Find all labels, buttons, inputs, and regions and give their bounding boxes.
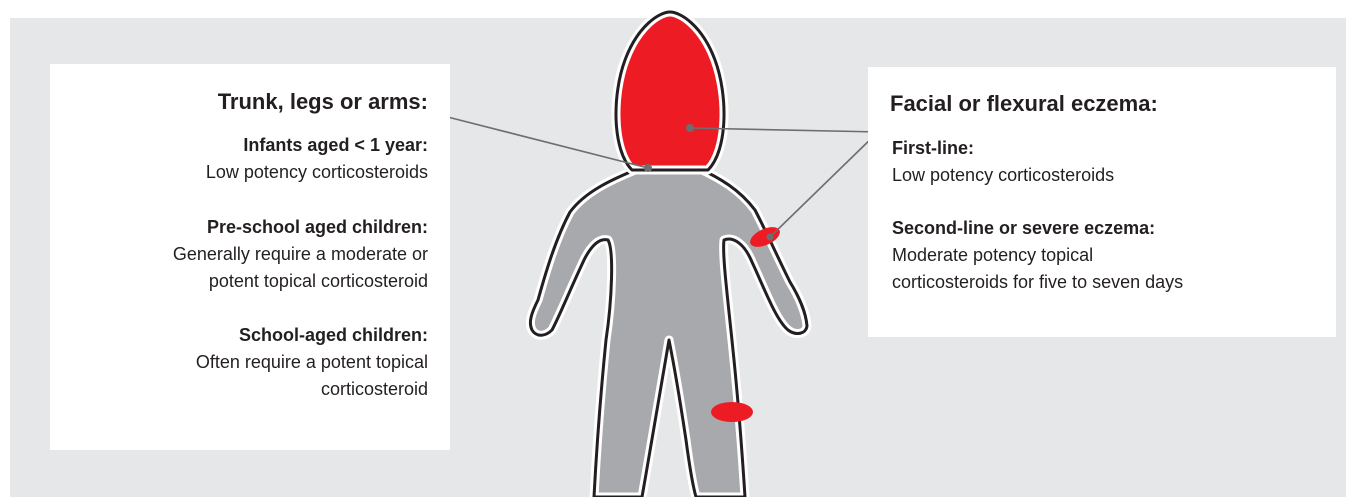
school-aged-text-line-2: corticosteroid bbox=[48, 376, 428, 403]
leader-dot-trunk bbox=[644, 164, 652, 172]
trunk-legs-arms-panel: Trunk, legs or arms: Infants aged < 1 ye… bbox=[50, 64, 450, 450]
school-aged-text-line-1: Often require a potent topical bbox=[48, 349, 428, 376]
first-line-group: First-line: Low potency corticosteroids bbox=[892, 135, 1332, 189]
preschool-text-line-1: Generally require a moderate or bbox=[48, 241, 428, 268]
affected-knee-area bbox=[711, 402, 753, 422]
second-line-text-line-1: Moderate potency topical bbox=[892, 242, 1332, 269]
child-silhouette-icon bbox=[530, 168, 807, 497]
preschool-group: Pre-school aged children: Generally requ… bbox=[48, 214, 428, 295]
leader-dot-face bbox=[686, 124, 694, 132]
facial-flexural-panel: Facial or flexural eczema: First-line: L… bbox=[868, 67, 1336, 337]
trunk-legs-arms-title: Trunk, legs or arms: bbox=[218, 88, 428, 116]
facial-flexural-title: Facial or flexural eczema: bbox=[890, 90, 1158, 118]
school-aged-heading: School-aged children: bbox=[48, 322, 428, 349]
first-line-heading: First-line: bbox=[892, 135, 1332, 162]
leader-line-elbow bbox=[770, 132, 878, 237]
infants-heading: Infants aged < 1 year: bbox=[48, 132, 428, 159]
infants-text: Low potency corticosteroids bbox=[48, 159, 428, 186]
second-line-heading: Second-line or severe eczema: bbox=[892, 215, 1332, 242]
first-line-text: Low potency corticosteroids bbox=[892, 162, 1332, 189]
preschool-text-line-2: potent topical corticosteroid bbox=[48, 268, 428, 295]
affected-head-area bbox=[616, 12, 724, 170]
second-line-text-line-2: corticosteroids for five to seven days bbox=[892, 269, 1332, 296]
preschool-heading: Pre-school aged children: bbox=[48, 214, 428, 241]
leader-dot-elbow bbox=[767, 234, 774, 241]
second-line-group: Second-line or severe eczema: Moderate p… bbox=[892, 215, 1332, 296]
school-aged-group: School-aged children: Often require a po… bbox=[48, 322, 428, 403]
infants-group: Infants aged < 1 year: Low potency corti… bbox=[48, 132, 428, 186]
